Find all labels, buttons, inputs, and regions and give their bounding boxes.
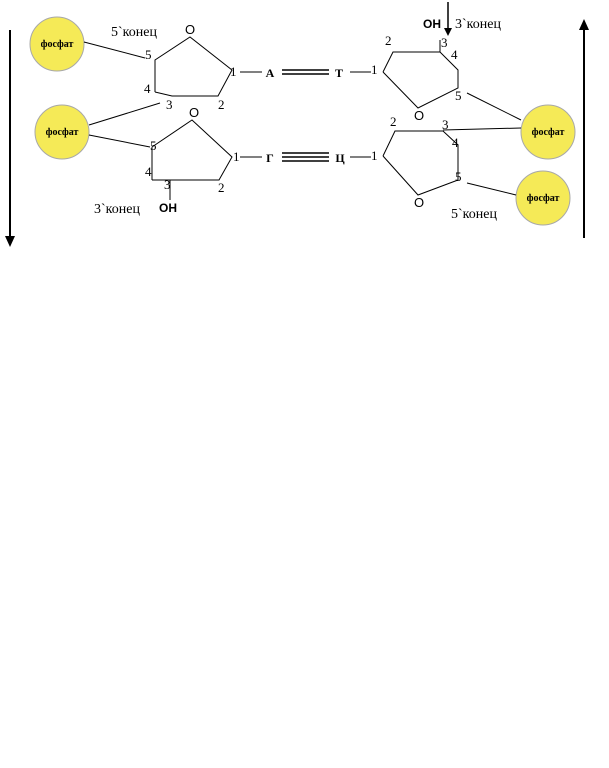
phosphate-bonds: [83, 41, 522, 196]
right-sugar-bottom: [382, 130, 459, 196]
phosphate-middle-right: фосфат: [520, 104, 576, 160]
ring-oxygen-label: O: [185, 22, 195, 37]
carbon-number: 3: [166, 97, 173, 112]
carbon-number: 2: [390, 114, 397, 129]
carbon-number: 2: [218, 180, 225, 195]
carbon-number: 4: [145, 164, 152, 179]
right-strand-direction-arrow: [579, 19, 589, 238]
base-guanine: Г: [266, 151, 274, 165]
phosphate-label: фосфат: [41, 39, 74, 50]
base-pair-1: А Т: [240, 66, 371, 80]
base-pair-2: Г Ц: [240, 151, 371, 165]
strand-end-label: 5`конец: [111, 25, 157, 40]
phosphate-bottom-right: фосфат: [515, 170, 571, 226]
left-strand-direction-arrow: [5, 30, 15, 247]
carbon-number: 2: [218, 97, 225, 112]
left-sugar-top: [154, 36, 233, 97]
carbon-number: 2: [385, 33, 392, 48]
carbon-number: 4: [452, 135, 459, 150]
phosphate-label: фосфат: [46, 127, 79, 138]
carbon-number: 1: [371, 148, 378, 163]
base-adenine: А: [266, 66, 275, 80]
phosphate-label: фосфат: [527, 193, 560, 204]
carbon-number: 1: [371, 62, 378, 77]
carbon-number: 3: [164, 177, 171, 192]
phosphate-top-left: фосфат: [29, 16, 85, 72]
carbon-number: 3: [441, 35, 448, 50]
ring-oxygen-label: O: [414, 108, 424, 123]
top-right-oh-arrow: [444, 2, 452, 36]
base-cytosine: Ц: [335, 151, 345, 165]
carbon-number: 4: [451, 47, 458, 62]
phosphate-label: фосфат: [532, 127, 565, 138]
carbon-number: 4: [144, 81, 151, 96]
hydroxyl-label: OH: [423, 17, 441, 31]
carbon-number: 1: [233, 149, 240, 164]
carbon-number: 3: [442, 117, 449, 132]
strand-end-label: 5`конец: [451, 207, 497, 222]
carbon-number: 5: [455, 88, 462, 103]
phosphate-middle-left: фосфат: [34, 104, 90, 160]
strand-end-label: 3`конец: [94, 202, 140, 217]
hydroxyl-label: OH: [159, 201, 177, 215]
carbon-number: 5: [150, 138, 157, 153]
ring-oxygen-label: O: [414, 195, 424, 210]
base-thymine: Т: [335, 66, 343, 80]
right-sugar-top: [382, 40, 459, 109]
carbon-number: 5: [455, 169, 462, 184]
ring-oxygen-label: O: [189, 105, 199, 120]
left-sugar-bottom: [151, 119, 233, 200]
carbon-number: 5: [145, 47, 152, 62]
strand-end-label: 3`конец: [455, 17, 501, 32]
carbon-number: 1: [230, 64, 237, 79]
